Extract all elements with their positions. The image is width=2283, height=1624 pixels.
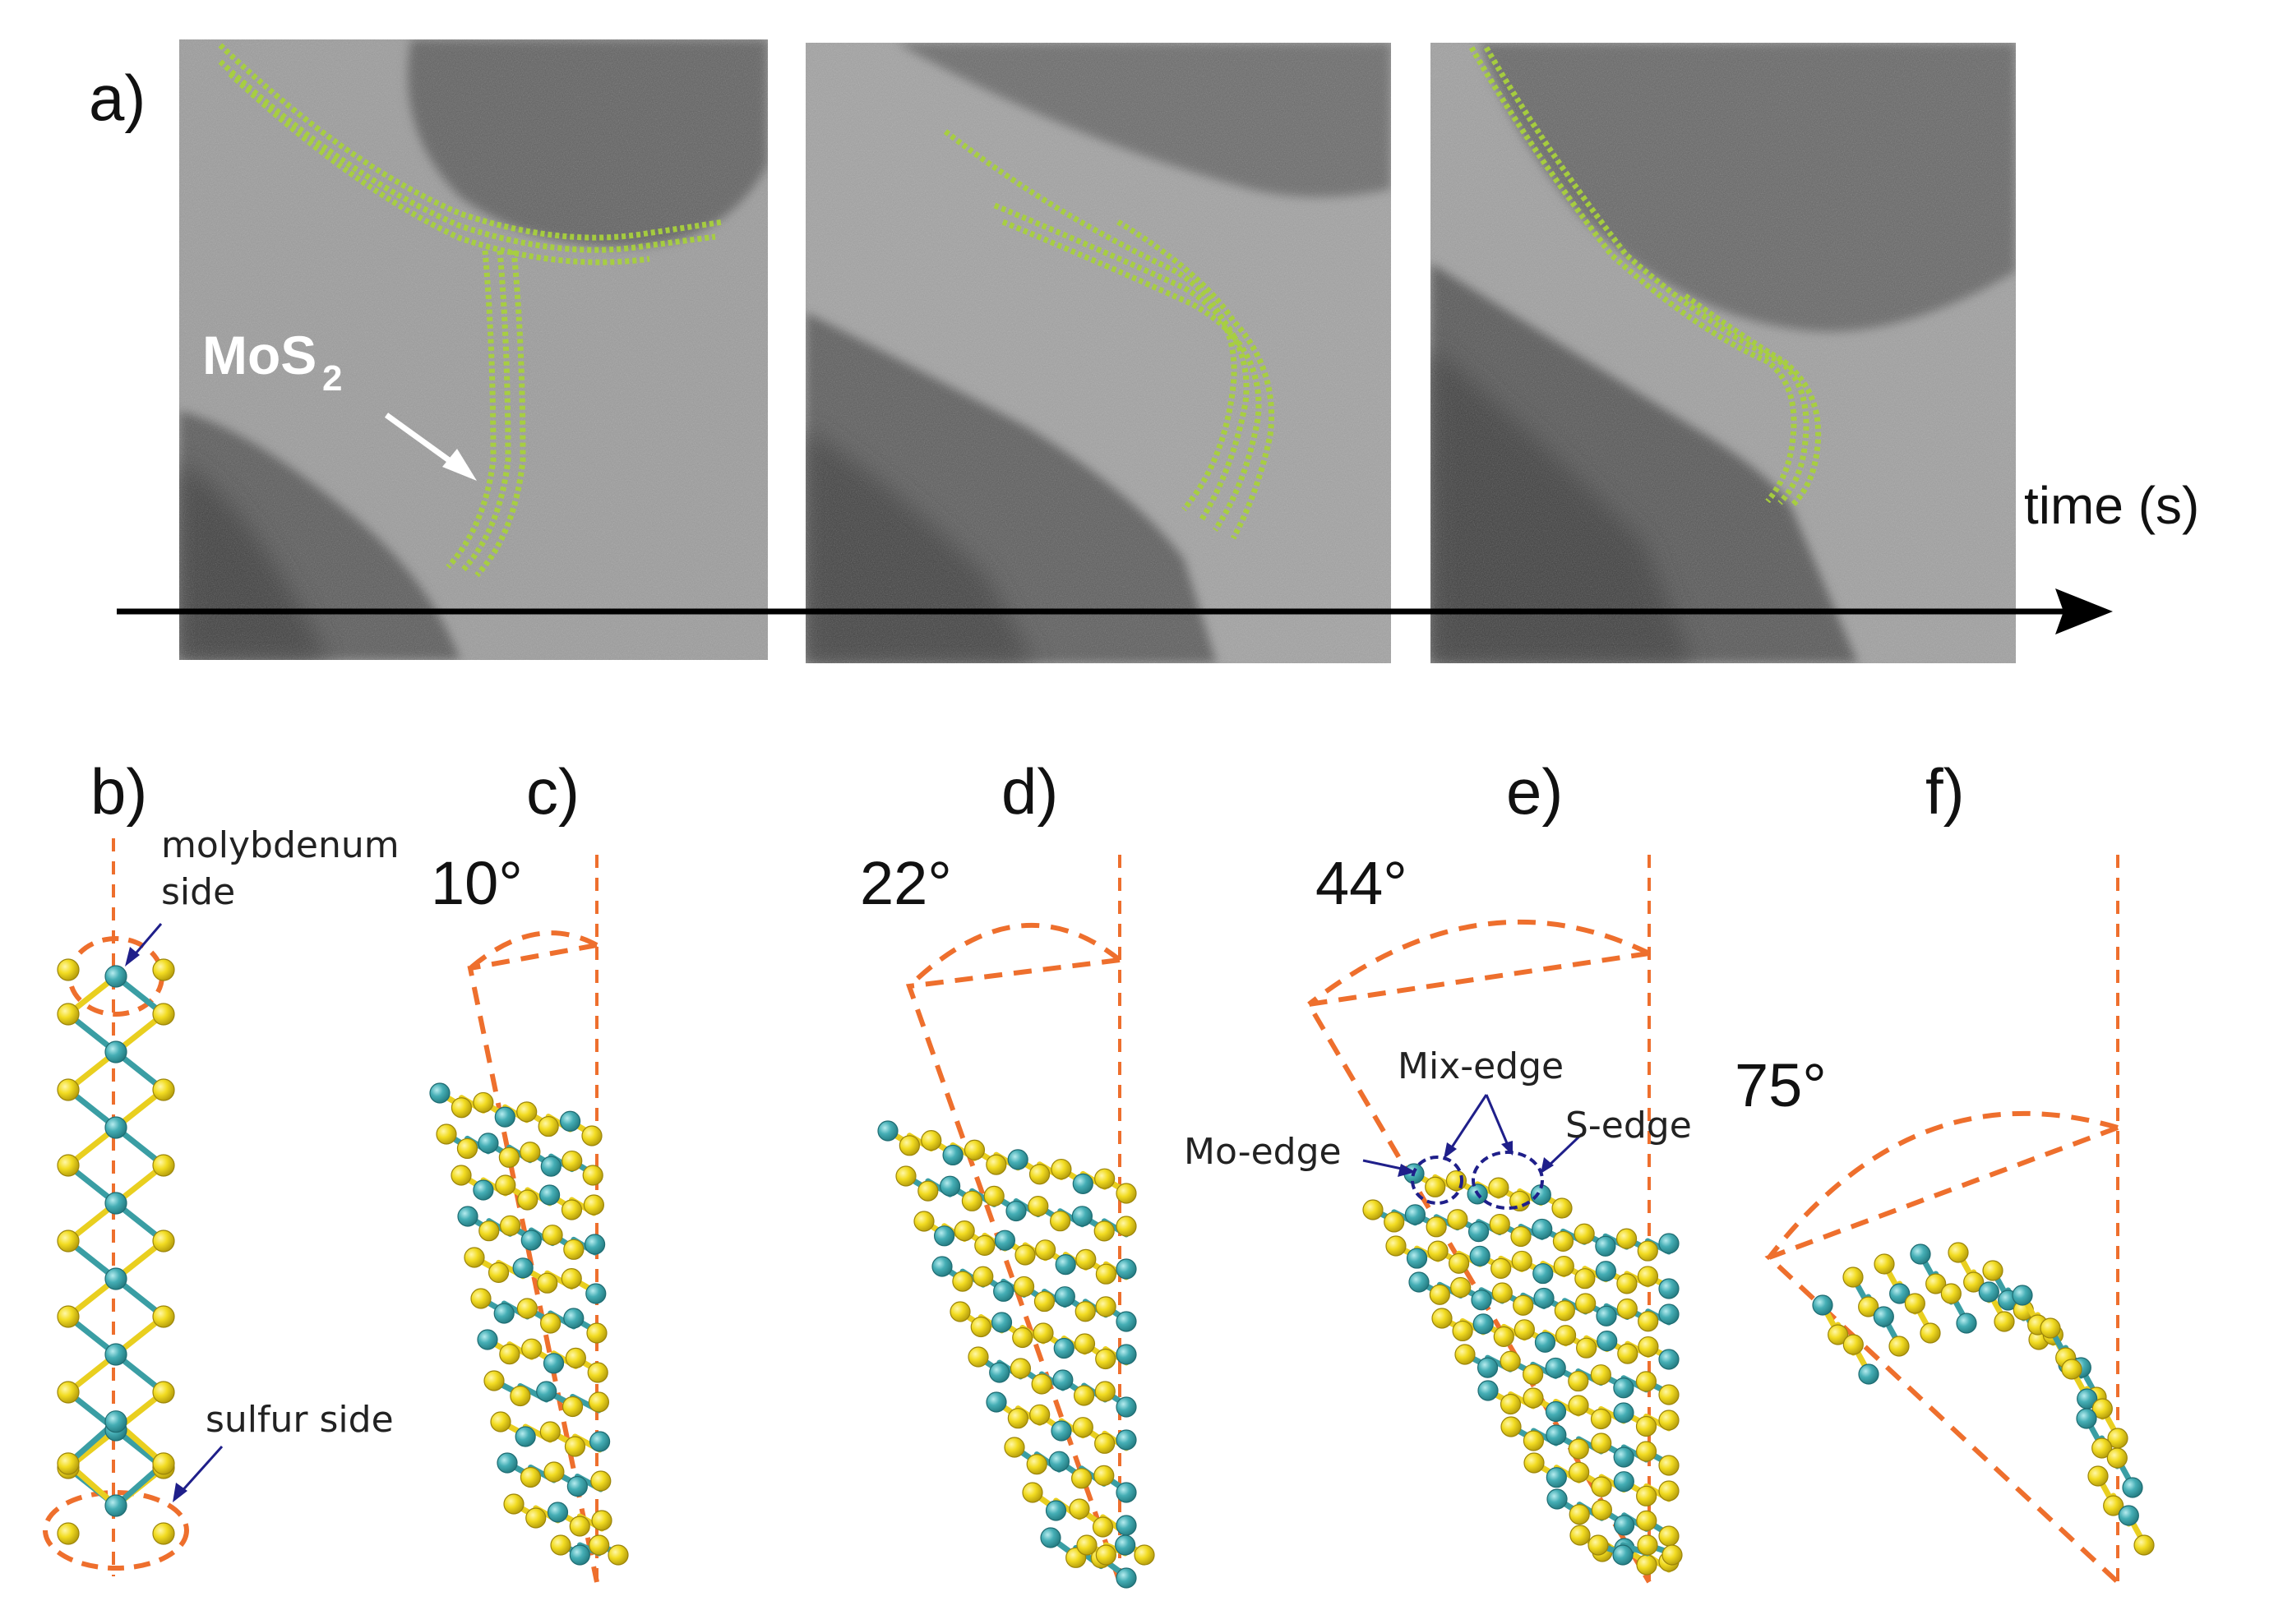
edge-markers — [1362, 1094, 1583, 1210]
panel-label-c: c) — [526, 755, 580, 828]
mos2-chain-straight — [57, 958, 175, 1545]
molybdenum-side-pointer — [125, 923, 163, 967]
sulfur-side-label: sulfur side — [206, 1399, 394, 1441]
structure-f: 75° — [1735, 855, 2155, 1585]
mos2-label: MoS — [202, 325, 317, 385]
panel-label-a: a) — [89, 62, 146, 134]
molybdenum-side-label-line1: molybdenum — [161, 824, 400, 866]
s-edge-label: S-edge — [1565, 1105, 1692, 1146]
panel-label-f: f) — [1925, 755, 1965, 828]
mos2-overlay-frame-1 — [218, 43, 724, 578]
mix-edge-label: Mix-edge — [1398, 1045, 1564, 1087]
panel-label-d: d) — [1001, 755, 1058, 828]
angle-label-d: 22° — [860, 849, 952, 917]
structure-c: 10° — [429, 849, 629, 1583]
angle-label-c: 10° — [431, 849, 523, 917]
structure-d: 22° — [860, 849, 1155, 1589]
tem-frame-1: MoS 2 — [179, 39, 768, 660]
mos2-pointer-arrow — [384, 413, 477, 481]
structure-b: molybdenum side sulfur side — [43, 824, 400, 1576]
time-axis-label: time (s) — [2024, 476, 2199, 535]
panel-label-e: e) — [1506, 755, 1563, 828]
mo-edge-label: Mo-edge — [1184, 1131, 1342, 1173]
tem-image-strip: MoS 2 — [117, 39, 2199, 663]
mos2-overlay-frame-3 — [1468, 46, 1822, 508]
angle-label-e: 44° — [1315, 849, 1407, 917]
panel-label-b: b) — [90, 755, 147, 828]
mos2-overlay-frame-2 — [943, 129, 1275, 540]
tem-frame-3 — [1430, 43, 2016, 663]
tem-frame-2 — [806, 43, 1391, 663]
structure-e: 44° Mo-edge Mix-edge S-edge — [1184, 849, 1692, 1584]
mos2-slab-75deg — [1812, 1242, 2155, 1556]
mos2-slab-44deg — [1362, 1163, 1683, 1576]
time-axis-arrow — [117, 588, 2113, 634]
molybdenum-side-label-line2: side — [161, 871, 235, 913]
angle-label-f: 75° — [1735, 1051, 1827, 1119]
mos2-slab-22deg — [877, 1120, 1155, 1589]
sulfur-side-pointer — [173, 1445, 224, 1502]
mos2-slab-10deg — [429, 1082, 629, 1566]
mos2-subscript: 2 — [322, 358, 342, 399]
